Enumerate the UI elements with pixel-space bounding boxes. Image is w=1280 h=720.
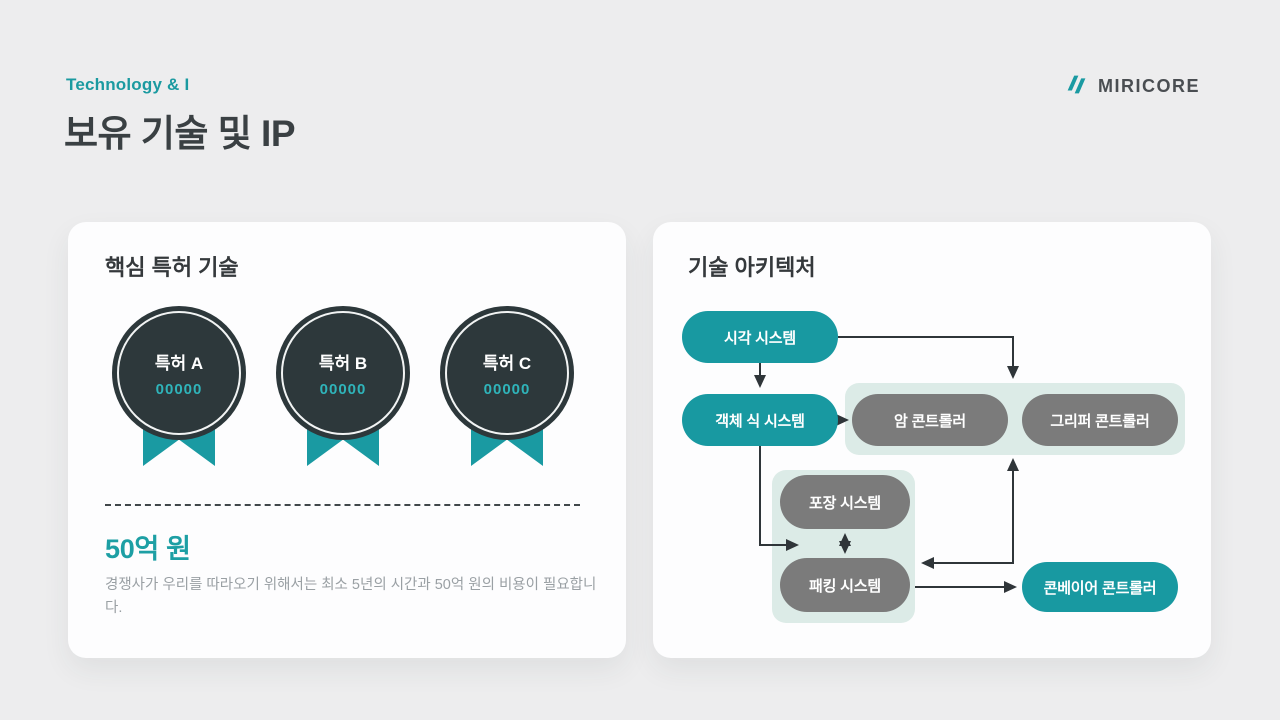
architecture-card-title: 기술 아키텍처 (688, 255, 816, 280)
flow-node-conveyor-controller: 콘베이어 콘트롤러 (1022, 562, 1178, 612)
patent-card-title: 핵심 특허 기술 (105, 255, 239, 280)
cost-description: 경쟁사가 우리를 따라오기 위해서는 최소 5년의 시간과 50억 원의 비용이… (105, 577, 597, 616)
medal-number: 00000 (483, 380, 531, 398)
flow-node-arm-controller: 암 콘트롤러 (852, 394, 1008, 446)
miricore-logo-icon (1063, 70, 1091, 103)
flow-arrows (754, 336, 1019, 593)
medals-row: 특허 A 00000 특허 B 00000 특허 C 00000 (112, 306, 574, 476)
page-title: 보유 기술 및 IP (64, 113, 296, 154)
medal-patent-b: 특허 B 00000 (276, 306, 410, 476)
flow-node-object-recognition: 객체 식 시스템 (682, 394, 838, 446)
medal-name: 특허 A (154, 353, 204, 373)
medal-patent-a: 특허 A 00000 (112, 306, 246, 476)
miricore-logo: MIRICORE (1063, 70, 1200, 103)
flow-node-packaging-system: 포장 시스템 (780, 475, 910, 529)
flow-node-vision-system: 시각 시스템 (682, 311, 838, 363)
flow-node-gripper-controller: 그리퍼 콘트롤러 (1022, 394, 1178, 446)
cost-highlight: 50억 원 (105, 534, 191, 564)
dashed-divider (105, 504, 580, 506)
medal-circle: 특허 A 00000 (112, 306, 246, 440)
architecture-flowchart: 시각 시스템 객체 식 시스템 암 콘트롤러 그리퍼 콘트롤러 포장 시스템 패… (653, 222, 1211, 658)
architecture-card: 기술 아키텍처 시각 시스템 객체 (653, 222, 1211, 658)
flow-node-packing-system: 패킹 시스템 (780, 558, 910, 612)
medal-circle: 특허 B 00000 (276, 306, 410, 440)
medal-number: 00000 (319, 380, 367, 398)
miricore-logo-text: MIRICORE (1098, 76, 1200, 96)
eyebrow-label: Technology & I (66, 75, 190, 94)
medal-circle: 특허 C 00000 (440, 306, 574, 440)
medal-name: 특허 B (318, 353, 368, 373)
patent-card: 핵심 특허 기술 특허 A 00000 특허 B 00000 특허 C 0000… (68, 222, 626, 658)
medal-name: 특허 C (482, 353, 532, 373)
medal-patent-c: 특허 C 00000 (440, 306, 574, 476)
medal-number: 00000 (155, 380, 203, 398)
